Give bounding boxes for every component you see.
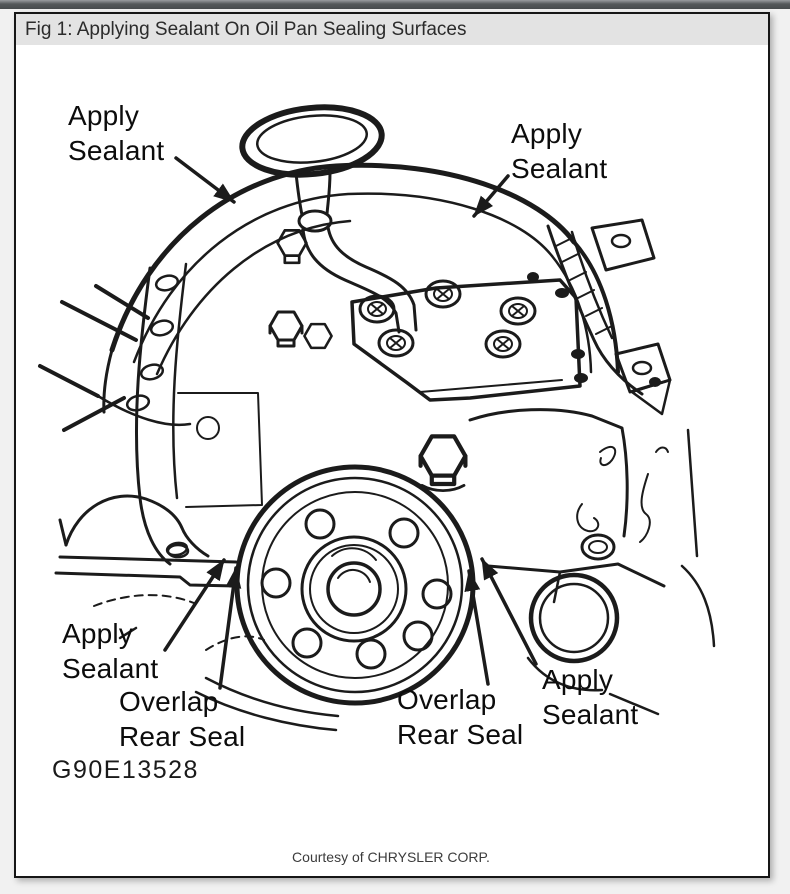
window-top-bar [0,0,790,9]
callout-overlap-rear-seal-left: Overlap Rear Seal [119,686,246,752]
callout-apply-sealant-top-right: Apply Sealant [511,118,608,184]
courtesy-credit: Courtesy of CHRYSLER CORP. [292,849,490,865]
callout-overlap-rear-seal-right: Overlap Rear Seal [397,684,524,750]
figure-title: Fig 1: Applying Sealant On Oil Pan Seali… [16,14,768,45]
callout-apply-sealant-bottom-left: Apply Sealant [62,618,159,684]
callout-apply-sealant-top-left: Apply Sealant [68,100,165,166]
figure-code: G90E13528 [52,756,199,784]
callout-apply-sealant-bottom-right: Apply Sealant [542,664,639,730]
